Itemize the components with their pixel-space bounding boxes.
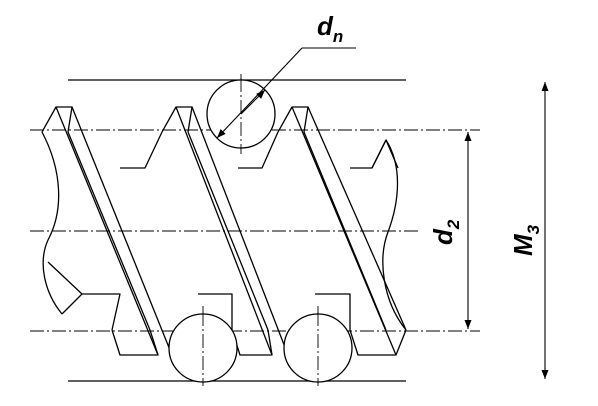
top-crest-3 [277,106,309,133]
left-break-line [41,131,63,315]
flank-line-1 [55,106,159,356]
pitch-diameter-symbol: d [428,228,458,245]
wire-diameter-symbol: d [317,11,334,41]
top-crest-2 [161,106,193,133]
over-wires-symbol: M [508,233,538,256]
top-crest-1 [41,106,73,133]
wire-diameter-arrow-2 [240,89,266,115]
flank-line-4 [175,106,273,356]
flank-line-6 [187,131,269,331]
flank-line-2 [71,106,173,356]
root-facet-2 [238,131,279,169]
pitch-diameter-subscript: 2 [444,219,463,230]
right-break-line [382,139,407,331]
right-upper-stub [371,139,399,169]
wire-diameter-dimension [216,47,356,139]
wire-diameter-label: dn [317,11,343,46]
bottom-crest-3 [349,329,407,356]
thread-profile [41,106,407,356]
left-lower-stub [47,261,83,315]
root-facet-1 [120,131,163,169]
wire-diameter-subscript: n [333,27,343,46]
pitch-diameter-label: d2 [428,219,463,245]
flank-line-3 [67,131,151,331]
bottom-crest-2 [231,329,273,356]
flank-line-8 [307,106,407,331]
root-facet-6 [315,293,351,330]
bottom-crest-1 [111,329,159,356]
root-facet-4 [82,293,121,331]
flank-line-9 [303,131,387,331]
root-facet-5 [198,293,233,330]
over-wires-label: M3 [508,224,543,256]
flank-line-5 [191,106,289,356]
root-facet-3 [350,139,387,169]
over-wires-subscript: 3 [524,224,543,234]
